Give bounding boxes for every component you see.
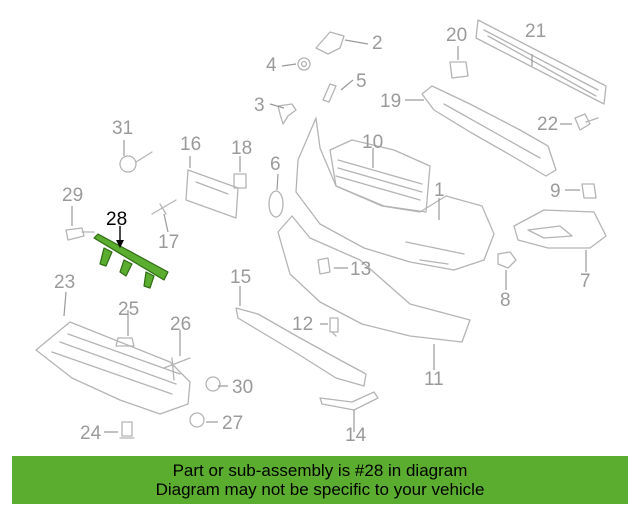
part-14-trim-strip — [319, 391, 379, 411]
part-25-clip — [115, 337, 135, 347]
callout-2[interactable]: 2 — [372, 33, 383, 54]
part-13-clip — [317, 257, 331, 275]
part-29-bolt — [65, 227, 95, 241]
part-24-screw — [119, 421, 135, 439]
part-1-bumper-cover — [295, 117, 495, 271]
callout-8[interactable]: 8 — [500, 290, 511, 311]
callout-13[interactable]: 13 — [350, 259, 372, 280]
callout-6[interactable]: 6 — [270, 154, 281, 175]
part-19-bracket — [421, 85, 557, 177]
callout-5[interactable]: 5 — [356, 71, 367, 92]
part-17-pin — [151, 199, 177, 215]
banner-line-1: Part or sub-assembly is #28 in diagram — [172, 461, 468, 480]
part-28-highlighted — [93, 233, 169, 289]
callout-14[interactable]: 14 — [345, 425, 367, 446]
callout-26[interactable]: 26 — [170, 314, 192, 335]
part-11-lower-trim — [277, 215, 471, 343]
callout-21[interactable]: 21 — [525, 21, 547, 42]
callout-11[interactable]: 11 — [424, 369, 444, 390]
part-9-clip — [581, 183, 597, 199]
part-27-nut — [189, 412, 205, 428]
part-21-reinforcement-beam — [475, 19, 607, 105]
part-26-bracket — [163, 357, 191, 381]
part-5-plug — [322, 83, 337, 103]
callout-16[interactable]: 16 — [180, 134, 202, 155]
callout-3[interactable]: 3 — [254, 95, 265, 116]
callout-20[interactable]: 20 — [446, 25, 468, 46]
part-22-bolt — [574, 113, 599, 131]
callout-28[interactable]: 28 — [106, 209, 128, 230]
part-4-clip — [297, 57, 311, 71]
part-12-screw — [329, 317, 339, 337]
callout-10[interactable]: 10 — [362, 132, 384, 153]
part-18-clip — [233, 173, 247, 189]
callout-19[interactable]: 19 — [380, 91, 402, 112]
part-16-plate-bracket — [185, 169, 239, 219]
part-8-nut — [497, 251, 517, 269]
part-30-nut — [205, 376, 221, 392]
callout-12[interactable]: 12 — [292, 314, 314, 335]
callout-22[interactable]: 22 — [537, 114, 559, 135]
callout-7[interactable]: 7 — [580, 271, 591, 292]
part-23-under-shield — [35, 321, 191, 415]
callout-1[interactable]: 1 — [434, 180, 445, 201]
part-20-clip — [449, 61, 469, 79]
part-10-grille — [329, 139, 431, 213]
callout-18[interactable]: 18 — [231, 138, 253, 159]
callout-31[interactable]: 31 — [112, 118, 134, 139]
callout-24[interactable]: 24 — [80, 423, 102, 444]
callout-30[interactable]: 30 — [232, 377, 254, 398]
part-15-spoiler — [235, 307, 367, 387]
callout-29[interactable]: 29 — [62, 185, 84, 206]
part-3-clip — [277, 103, 297, 125]
info-banner: Part or sub-assembly is #28 in diagram D… — [12, 456, 628, 504]
part-2-bracket — [315, 31, 345, 55]
part-31-bolt — [119, 155, 137, 173]
callout-15[interactable]: 15 — [230, 267, 252, 288]
part-6-seal — [268, 190, 284, 218]
callout-23[interactable]: 23 — [54, 272, 76, 293]
callout-25[interactable]: 25 — [118, 299, 140, 320]
callout-17[interactable]: 17 — [158, 232, 180, 253]
banner-line-2: Diagram may not be specific to your vehi… — [155, 480, 485, 499]
part-7-fog-bezel — [513, 209, 607, 249]
callout-4[interactable]: 4 — [266, 55, 277, 76]
callout-27[interactable]: 27 — [222, 413, 244, 434]
callout-9[interactable]: 9 — [550, 181, 561, 202]
parts-diagram — [35, 19, 607, 439]
